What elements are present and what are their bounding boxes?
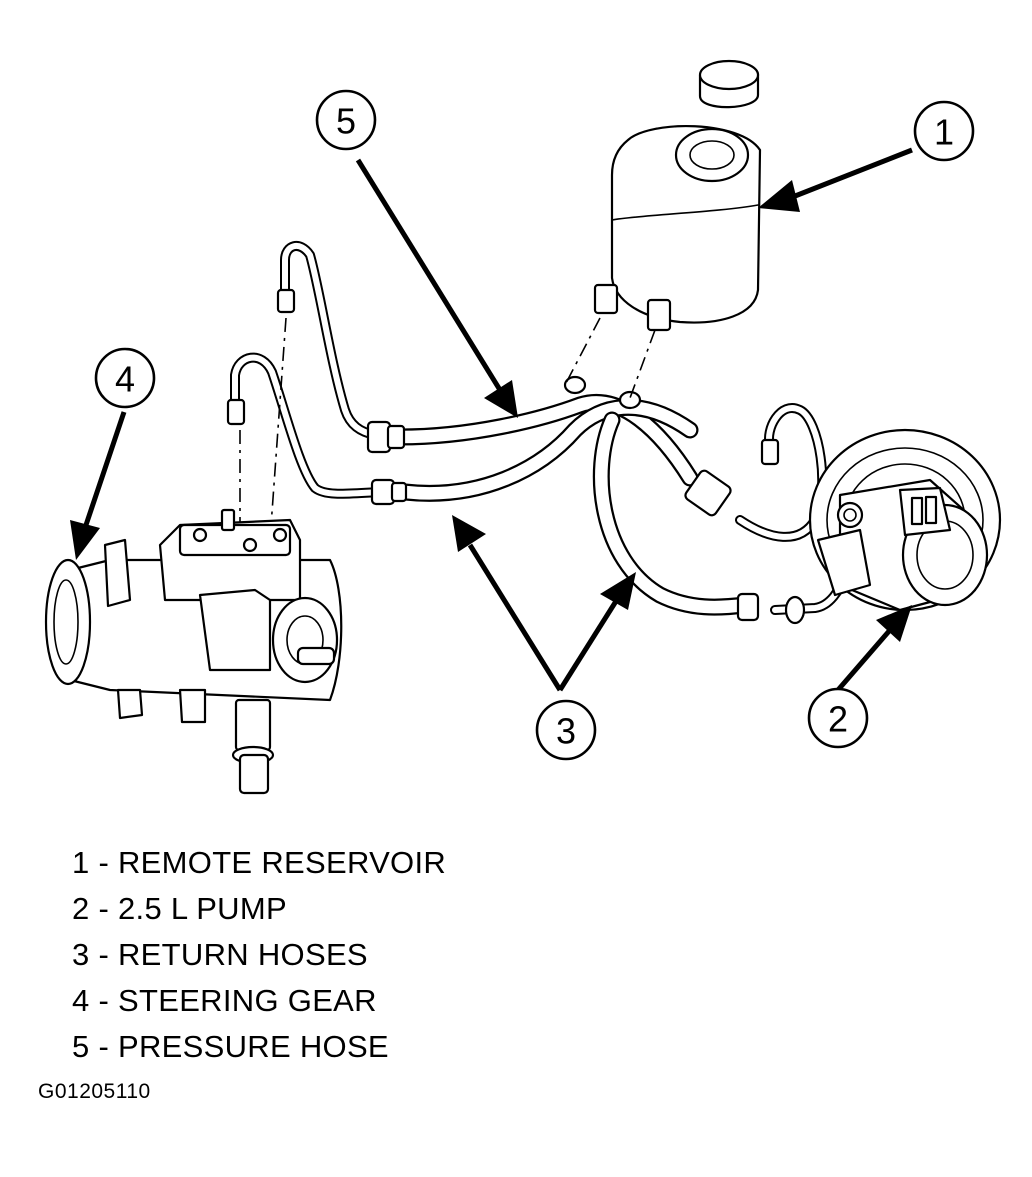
steering-gear	[44, 508, 343, 795]
leader-arrows	[70, 147, 913, 692]
callout-3: 3	[535, 699, 597, 761]
legend-label: REMOTE RESERVOIR	[118, 845, 447, 880]
legend: 1 - REMOTE RESERVOIR 2 - 2.5 L PUMP 3 - …	[72, 840, 446, 1070]
legend-item: 3 - RETURN HOSES	[72, 932, 446, 978]
legend-number: 4	[72, 983, 90, 1018]
legend-separator: -	[89, 845, 118, 880]
legend-number: 2	[72, 891, 90, 926]
legend-separator: -	[89, 937, 118, 972]
callout-2-number: 2	[828, 699, 848, 740]
legend-separator: -	[89, 1029, 118, 1064]
legend-number: 3	[72, 937, 90, 972]
legend-item: 2 - 2.5 L PUMP	[72, 886, 446, 932]
figure-id: G01205110	[38, 1080, 151, 1103]
legend-number: 1	[72, 845, 90, 880]
power-steering-diagram: 1 2 3 4 5	[44, 59, 1002, 795]
callout-5: 5	[315, 89, 377, 151]
legend-separator: -	[89, 891, 118, 926]
hose-fittings	[226, 288, 806, 625]
remote-reservoir	[593, 59, 762, 332]
legend-label: PRESSURE HOSE	[118, 1029, 389, 1064]
legend-label: RETURN HOSES	[118, 937, 368, 972]
callout-5-number: 5	[336, 101, 356, 142]
callout-4: 4	[94, 347, 156, 409]
callout-2: 2	[807, 687, 869, 749]
legend-item: 4 - STEERING GEAR	[72, 978, 446, 1024]
legend-number: 5	[72, 1029, 90, 1064]
legend-item: 5 - PRESSURE HOSE	[72, 1024, 446, 1070]
callout-1-number: 1	[934, 112, 954, 153]
callout-1: 1	[913, 100, 975, 162]
legend-label: STEERING GEAR	[118, 983, 377, 1018]
pump	[808, 428, 1002, 612]
legend-item: 1 - REMOTE RESERVOIR	[72, 840, 446, 886]
legend-label: 2.5 L PUMP	[118, 891, 287, 926]
legend-separator: -	[89, 983, 118, 1018]
callout-4-number: 4	[115, 359, 135, 400]
callout-3-number: 3	[556, 711, 576, 752]
